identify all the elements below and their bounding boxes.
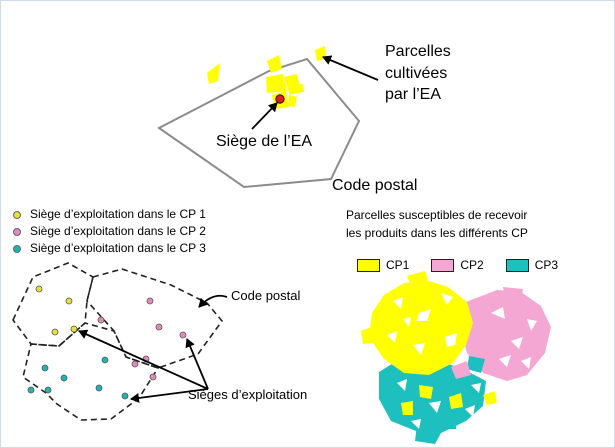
siege-legend-cp2: Siège d’exploitation dans le CP 2: [13, 223, 206, 240]
cp3-swatch-icon: [505, 259, 529, 273]
code-postal-arrow: [198, 294, 228, 308]
parcel-legend-title: Parcelles susceptibles de recevoir les p…: [346, 208, 528, 240]
sieges-label: Sièges d’exploitation: [188, 387, 308, 402]
code-postal-outline: [157, 57, 361, 189]
code-postal-label-bottom: Code postal: [231, 288, 301, 303]
parcel-legend-cp2: CP2: [431, 258, 484, 274]
cp1-sieges: [35, 285, 78, 336]
siege-ea-dot: [275, 94, 285, 104]
cp2-swatch-label: CP2: [460, 258, 484, 272]
siege-legend-cp1: Siège d’exploitation dans le CP 1: [13, 206, 206, 223]
code-postal-label-top: Code postal: [332, 177, 418, 194]
parcel-legend-cp1: CP1: [357, 258, 409, 274]
siege-legend-cp3-label: Siège d’exploitation dans le CP 3: [30, 240, 206, 255]
parcel-arrow: [322, 55, 379, 81]
siege-legend-cp3: Siège d’exploitation dans le CP 3: [13, 240, 206, 257]
siege-arrow: [251, 102, 278, 130]
cp1-swatch-icon: [357, 259, 380, 273]
cp2-sieges: [97, 297, 187, 381]
cp2-siege-dot-icon: [13, 227, 21, 236]
siege-ea-label: Siège de l’EA: [216, 133, 313, 150]
parcel-legend-cp3: CP3: [505, 258, 559, 274]
siege-legend-cp2-label: Siège d’exploitation dans le CP 2: [30, 223, 206, 238]
cp1-swatch-label: CP1: [386, 258, 410, 272]
cp3-swatch-label: CP3: [534, 258, 559, 272]
cp2-swatch-icon: [431, 259, 455, 273]
siege-legend: Siège d’exploitation dans le CP 1 Siège …: [13, 206, 206, 257]
parcel-legend: CP1 CP2 CP3: [357, 258, 580, 274]
cp3-zone: [22, 322, 160, 421]
parcel-mosaic: [361, 271, 551, 444]
cp3-siege-dot-icon: [13, 244, 21, 253]
sieges-arrows: [78, 329, 209, 403]
cp2-zone: [86, 268, 224, 369]
farm-parcels: [207, 46, 326, 109]
siege-legend-cp1-label: Siège d’exploitation dans le CP 1: [30, 206, 206, 221]
cp1-siege-dot-icon: [13, 210, 21, 219]
parcel-label: Parcelles cultivées par l’EA: [385, 43, 451, 104]
cp1-zone: [12, 262, 94, 347]
cp3-sieges: [27, 356, 129, 400]
